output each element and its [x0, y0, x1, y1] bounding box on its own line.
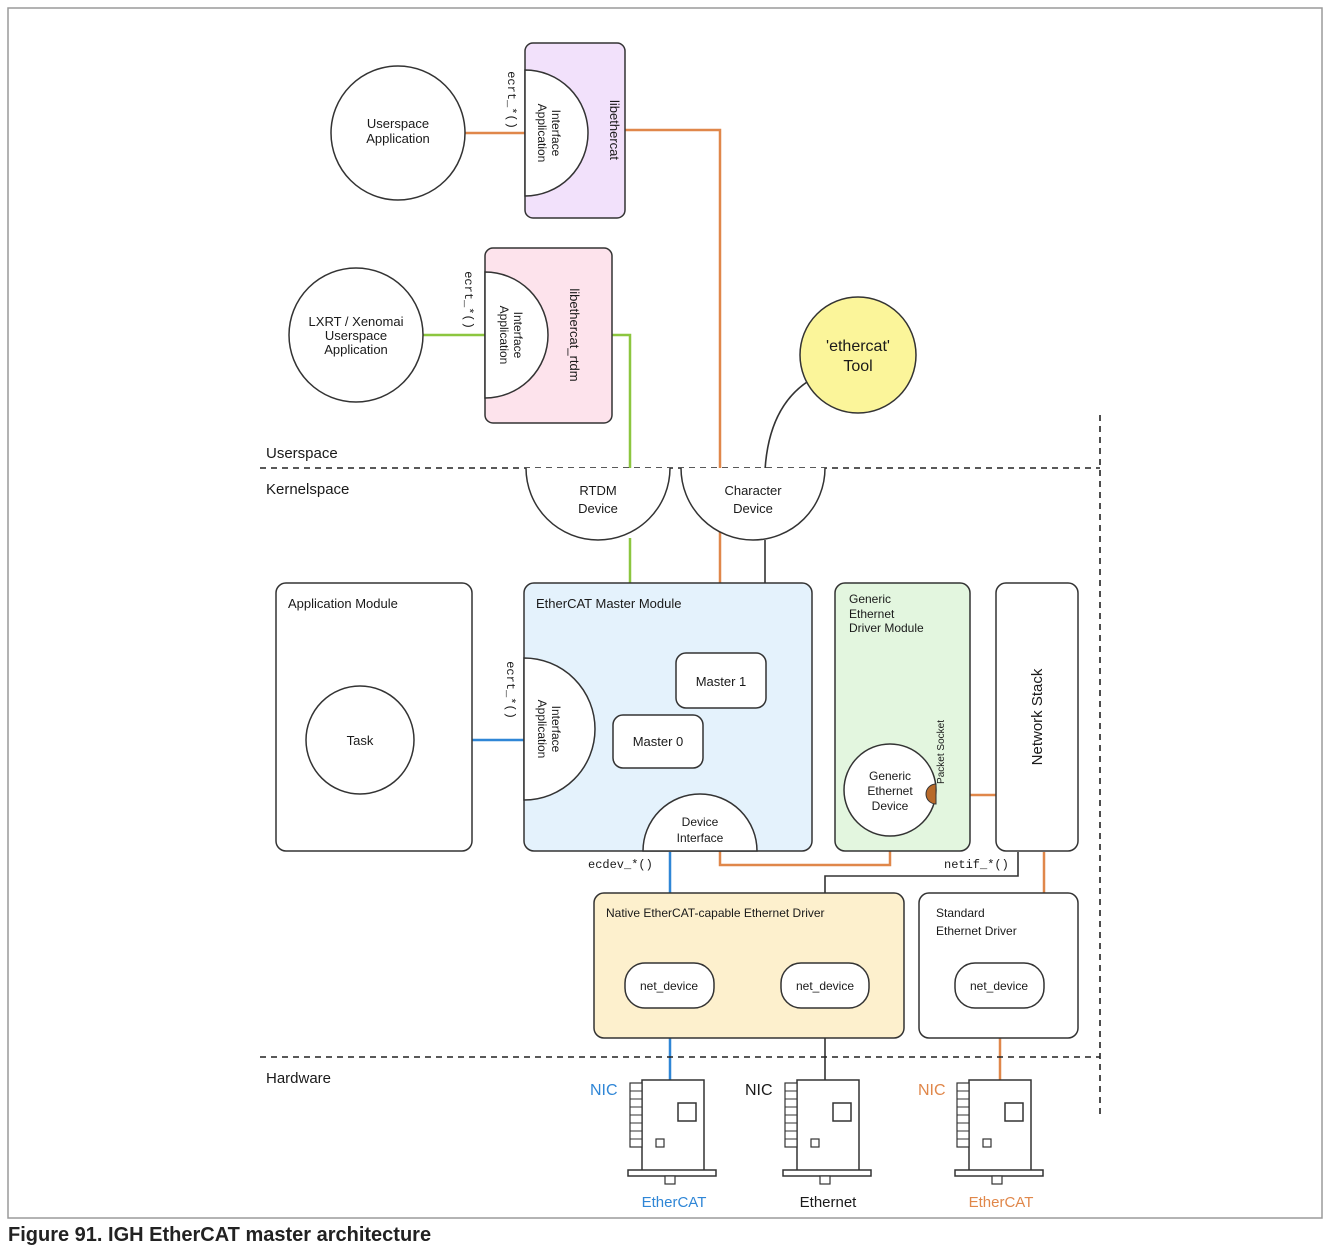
device-interface: [642, 793, 758, 852]
net-device-1: [624, 962, 715, 1009]
nic-ethercat-2: [954, 1079, 1044, 1185]
lxrt-application: [288, 267, 424, 403]
svg-text:Device: Device: [578, 501, 618, 516]
nic-label-1: NIC: [590, 1082, 618, 1099]
net-device-2: [780, 962, 870, 1009]
ecrt-fn-1: ecrt_*(): [504, 71, 518, 129]
ecrt-fn-2: ecrt_*(): [461, 271, 475, 329]
svg-text:Application: Application: [324, 342, 388, 357]
svg-text:Application: Application: [535, 104, 549, 163]
svg-text:Character: Character: [724, 483, 782, 498]
figure-caption: Figure 91. IGH EtherCAT master architect…: [8, 1224, 432, 1246]
line-rtdm: [612, 333, 632, 470]
app-interface-mid: [484, 271, 549, 399]
svg-text:net_device: net_device: [796, 979, 854, 993]
svg-text:Driver Module: Driver Module: [849, 621, 924, 635]
svg-text:Application: Application: [535, 700, 549, 759]
nic-bottom-label-2: Ethernet: [800, 1194, 858, 1211]
nic-bottom-label-3: EtherCAT: [969, 1194, 1034, 1211]
libethercat-rtdm-label: libethercat_rtdm: [567, 288, 582, 381]
svg-text:net_device: net_device: [640, 979, 698, 993]
master-0-label: Master 0: [633, 734, 684, 749]
svg-text:Ethernet Driver: Ethernet Driver: [936, 924, 1017, 938]
master-module-label: EtherCAT Master Module: [536, 596, 681, 611]
svg-text:Device: Device: [733, 501, 773, 516]
figure-border: [7, 7, 1323, 1219]
svg-text:LXRT / Xenomai: LXRT / Xenomai: [309, 314, 404, 329]
nic-label-3: NIC: [918, 1082, 946, 1099]
application-module-label: Application Module: [288, 596, 398, 611]
svg-text:'ethercat': 'ethercat': [826, 338, 890, 355]
ecdev-fn: ecdev_*(): [588, 858, 653, 872]
svg-text:Device: Device: [682, 815, 719, 829]
libethercat-label: libethercat: [607, 100, 622, 160]
packet-socket-label: Packet Socket: [936, 720, 947, 784]
ethercat-tool: [799, 296, 917, 414]
svg-text:Application: Application: [366, 131, 430, 146]
master-0: [612, 714, 704, 769]
svg-text:Generic: Generic: [869, 769, 911, 783]
netif-fn: netif_*(): [944, 858, 1009, 872]
master-1-label: Master 1: [696, 674, 747, 689]
svg-text:Application: Application: [497, 306, 511, 365]
svg-text:Tool: Tool: [843, 358, 872, 375]
svg-text:Interface: Interface: [511, 312, 525, 359]
userspace-application: [330, 65, 466, 201]
rtdm-device: [525, 467, 671, 541]
app-interface-module: [523, 657, 596, 801]
svg-text:Generic: Generic: [849, 592, 891, 606]
svg-text:RTDM: RTDM: [579, 483, 616, 498]
svg-text:Userspace: Userspace: [325, 328, 387, 343]
hardware-label: Hardware: [266, 1070, 331, 1087]
ecrt-fn-3: ecrt_*(): [503, 661, 517, 719]
svg-text:Interface: Interface: [677, 831, 724, 845]
network-stack: [995, 582, 1079, 852]
svg-text:Device: Device: [872, 799, 909, 813]
nic-ethercat-1: [627, 1079, 717, 1185]
kernelspace-label: Kernelspace: [266, 481, 349, 498]
svg-text:Userspace: Userspace: [367, 116, 429, 131]
character-device: [680, 467, 826, 541]
packet-socket: [925, 783, 937, 805]
app-interface-top: [524, 69, 589, 197]
task: [305, 685, 415, 795]
task-label: Task: [347, 733, 374, 748]
svg-text:net_device: net_device: [970, 979, 1028, 993]
svg-text:Interface: Interface: [549, 706, 563, 753]
nic-bottom-label-1: EtherCAT: [642, 1194, 707, 1211]
svg-text:Ethernet: Ethernet: [867, 784, 913, 798]
master-1: [675, 652, 767, 709]
userspace-app-line1: Userspace: [367, 116, 429, 131]
userspace-label: Userspace: [266, 445, 338, 462]
svg-text:Standard: Standard: [936, 906, 985, 920]
net-device-3: [954, 962, 1045, 1009]
svg-text:Ethernet: Ethernet: [849, 607, 895, 621]
userspace-app-line2: Application: [366, 131, 430, 146]
network-stack-label: Network Stack: [1029, 668, 1046, 765]
nic-ethernet: [782, 1079, 872, 1185]
svg-text:Interface: Interface: [549, 110, 563, 157]
native-driver-label: Native EtherCAT-capable Ethernet Driver: [606, 906, 825, 920]
nic-label-2: NIC: [745, 1082, 773, 1099]
